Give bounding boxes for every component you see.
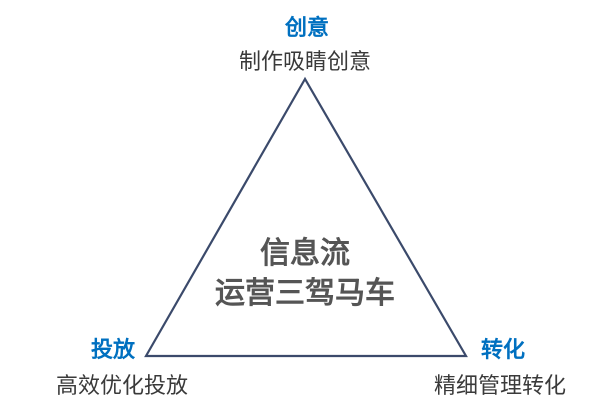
right-vertex-description: 精细管理转化	[433, 374, 566, 399]
triangle-outline	[144, 76, 468, 358]
top-vertex-title: 创意	[284, 16, 329, 41]
center-title-line1: 信息流	[260, 236, 350, 271]
left-vertex-description: 高效优化投放	[55, 374, 188, 399]
center-title-line2: 运营三驾马车	[215, 276, 395, 311]
top-vertex-description: 制作吸睛创意	[238, 50, 371, 75]
left-vertex-title: 投放	[90, 338, 135, 363]
right-vertex-title: 转化	[480, 338, 525, 363]
center-title: 信息流 运营三驾马车	[180, 234, 430, 314]
